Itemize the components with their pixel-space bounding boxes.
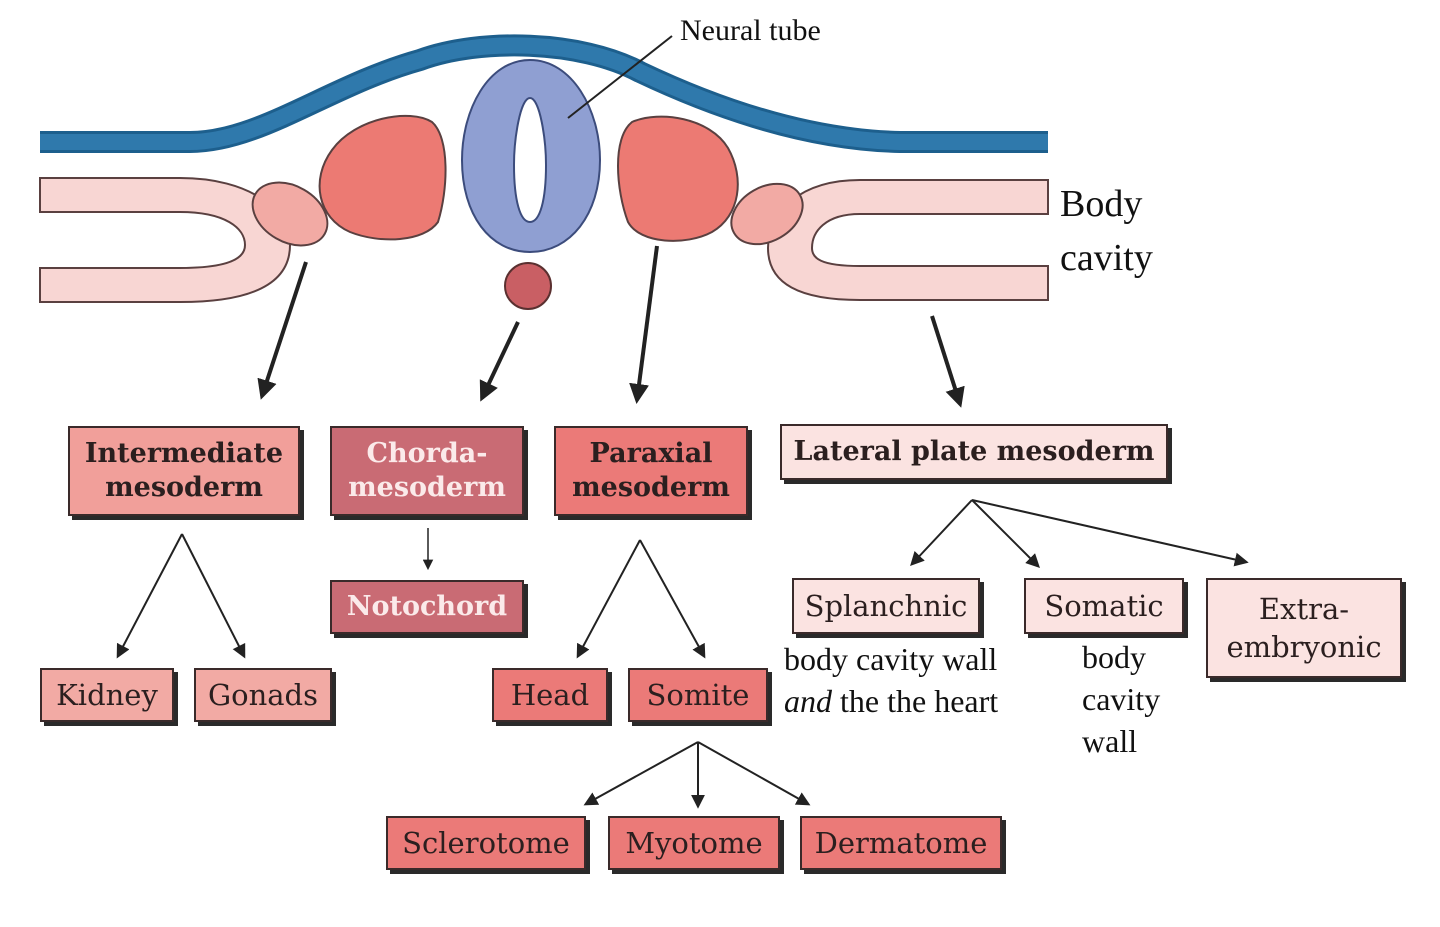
head-box: Head xyxy=(492,668,608,722)
intermediate-mesoderm-left xyxy=(251,181,329,247)
chorda-line2: mesoderm xyxy=(348,472,506,503)
splanchnic-note-line2: and the the heart xyxy=(784,680,998,722)
arrow-to-somite xyxy=(639,539,706,659)
sclerotome-box: Sclerotome xyxy=(386,816,586,870)
notochord-box: Notochord xyxy=(330,580,524,634)
arrow-to-head xyxy=(576,539,641,659)
arrow-to-dermatome xyxy=(697,741,811,806)
somatic-note-line3: wall xyxy=(1082,723,1138,759)
kidney-text: Kidney xyxy=(56,678,158,712)
arrow-to-intermediate xyxy=(257,261,308,400)
extraembryonic-box: Extra- embryonic xyxy=(1206,578,1402,678)
arrow-to-chorda xyxy=(479,321,520,402)
arrow-to-kidney xyxy=(116,533,183,659)
splanchnic-note-and: and xyxy=(784,683,832,719)
somatic-note: body cavity wall xyxy=(1082,636,1160,762)
lateral-line: Lateral plate mesoderm xyxy=(793,436,1155,467)
head-text: Head xyxy=(510,678,590,712)
somatic-box: Somatic xyxy=(1024,578,1184,634)
splanchnic-note-rest: the the heart xyxy=(832,683,999,719)
neural-tube-label: Neural tube xyxy=(680,14,821,47)
splanchnic-text: Splanchnic xyxy=(804,589,968,623)
somatic-note-line2: cavity xyxy=(1082,681,1161,717)
somite-left xyxy=(318,114,447,241)
lateral-plate-right xyxy=(766,179,1049,301)
splanchnic-note-line1: body cavity wall xyxy=(784,641,998,677)
paraxial-line1: Paraxial xyxy=(589,438,713,469)
intermediate-line2: mesoderm xyxy=(105,472,263,503)
chorda-line1: Chorda- xyxy=(366,438,488,469)
somite-right xyxy=(617,115,739,242)
gonads-box: Gonads xyxy=(194,668,332,722)
somite-box: Somite xyxy=(628,668,768,722)
arrow-to-splanchnic xyxy=(910,499,973,567)
dermatome-box: Dermatome xyxy=(800,816,1002,870)
body-cavity-label-line2: cavity xyxy=(1060,237,1153,279)
intermediate-mesoderm-right xyxy=(730,182,804,246)
notochord-text: Notochord xyxy=(346,591,508,622)
body-cavity-label-line1: Body xyxy=(1060,183,1143,225)
neural-tube-pointer xyxy=(567,35,673,119)
intermediate-mesoderm-box: Intermediate mesoderm xyxy=(68,426,300,516)
chordamesoderm-box: Chorda- mesoderm xyxy=(330,426,524,516)
extra-line1: Extra- xyxy=(1258,592,1350,626)
arrow-to-sclerotome xyxy=(583,741,699,806)
myotome-box: Myotome xyxy=(608,816,780,870)
somite-text: Somite xyxy=(646,678,750,712)
arrow-to-lateral xyxy=(930,315,965,408)
myotome-text: Myotome xyxy=(625,826,763,860)
notochord-circle xyxy=(504,262,552,310)
extra-line2: embryonic xyxy=(1226,630,1382,664)
splanchnic-note: body cavity wall and the the heart xyxy=(784,638,998,722)
gonads-text: Gonads xyxy=(207,678,319,712)
arrow-to-somatic xyxy=(971,499,1040,568)
paraxial-mesoderm-box: Paraxial mesoderm xyxy=(554,426,748,516)
lateral-plate-left xyxy=(39,177,292,303)
arrow-to-extra xyxy=(971,499,1249,567)
dermatome-text: Dermatome xyxy=(814,826,988,860)
arrow-to-paraxial xyxy=(629,245,659,404)
splanchnic-box: Splanchnic xyxy=(792,578,980,634)
kidney-box: Kidney xyxy=(40,668,174,722)
lateral-plate-mesoderm-box: Lateral plate mesoderm xyxy=(780,424,1168,480)
somatic-note-line1: body xyxy=(1082,639,1146,675)
intermediate-line1: Intermediate xyxy=(84,438,284,469)
somatic-text: Somatic xyxy=(1044,589,1164,623)
paraxial-line2: mesoderm xyxy=(572,472,730,503)
arrow-to-gonads xyxy=(181,533,246,659)
neural-canal xyxy=(512,96,548,224)
sclerotome-text: Sclerotome xyxy=(402,826,570,860)
